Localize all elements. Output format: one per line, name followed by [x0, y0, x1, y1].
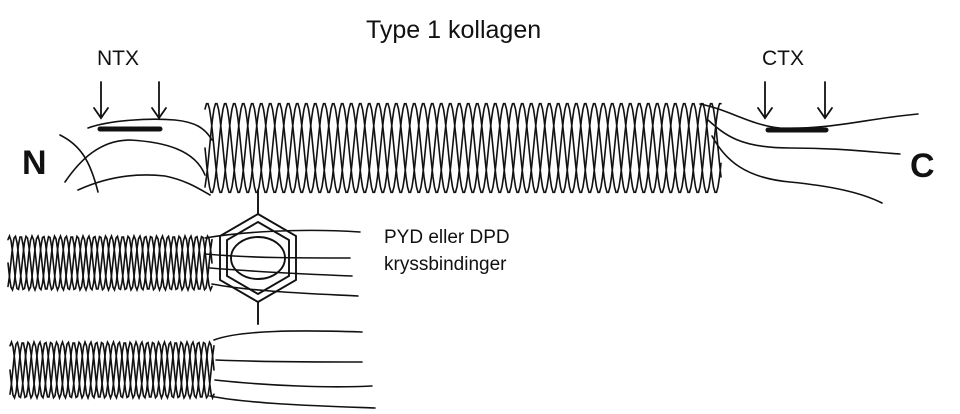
main-triple-helix: [204, 102, 722, 194]
helix-strand: [9, 339, 215, 401]
helix-strand: [7, 233, 213, 293]
crosslink-label-line1: PYD eller DPD: [384, 227, 510, 248]
n-terminal-label: N: [22, 144, 47, 182]
helix-strand: [204, 102, 722, 194]
ctx-arrows: [757, 81, 833, 120]
n-telopeptide-strands: [59, 118, 213, 196]
helix-strand: [7, 233, 213, 293]
helix-strand: [7, 234, 213, 292]
diagram-title: Type 1 kollagen: [366, 16, 542, 44]
ntx-arrows: [93, 81, 167, 120]
helix-strand: [204, 102, 722, 194]
crosslink-ring: [219, 189, 297, 325]
ctx-label: CTX: [762, 47, 804, 70]
lower-molecule-2-tails: [209, 330, 376, 409]
ntx-label: NTX: [97, 47, 139, 70]
helix-strand: [9, 339, 215, 401]
lower-helix-1: [7, 233, 213, 293]
helix-strand: [9, 339, 215, 401]
crosslink-label-line2: kryssbindinger: [384, 254, 507, 275]
lower-helix-2: [9, 339, 215, 401]
c-telopeptide-strands: [699, 103, 919, 204]
c-terminal-label: C: [910, 147, 935, 185]
